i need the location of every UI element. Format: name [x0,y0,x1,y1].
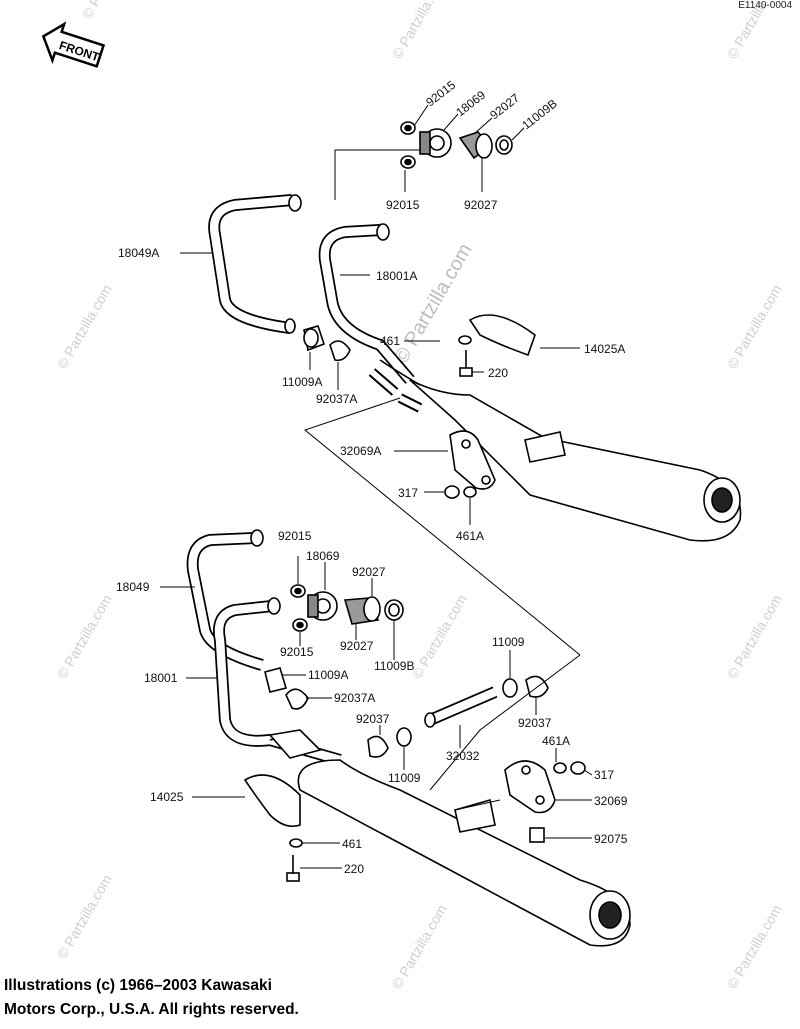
watermark: © Partzilla.com [54,282,115,372]
label-461a: 461A [542,734,570,748]
watermark: © Partzilla.com [54,872,115,962]
watermark: © Partzilla.com [724,902,785,992]
bottom-assembly [186,529,631,947]
watermark: © Partzilla.com [724,282,785,372]
label-11009a: 11009A [308,668,348,682]
label-18069: 18069 [453,88,488,120]
top-assembly [208,121,742,656]
label-92037a: 92037A [334,691,375,705]
label-92027: 92027 [487,91,522,123]
label-461: 461 [342,837,362,851]
copyright-line-2: Motors Corp., U.S.A. All rights reserved… [4,1001,299,1018]
label-92015: 92015 [423,78,458,110]
collar-92027-top [458,131,493,160]
label-220: 220 [344,862,364,876]
label-92037: 92037 [356,712,390,726]
label-92027: 92027 [352,565,386,579]
label-18049a: 18049A [118,246,159,260]
label-11009b: 11009B [519,96,560,132]
label-461: 461 [380,334,400,348]
watermark-center: © Partzilla.com [390,240,476,368]
label-32069a: 32069A [340,444,381,458]
label-11009: 11009 [492,635,525,649]
front-arrow: FRONT [41,21,106,68]
label-92027: 92027 [464,198,498,212]
watermark: © Partzilla.com [724,592,785,682]
label-14025a: 14025A [584,342,625,356]
label-11009b: 11009B [374,659,414,673]
watermark: © Partzilla.com [409,592,470,682]
label-92027: 92027 [340,639,374,653]
label-92015: 92015 [278,529,312,543]
label-220: 220 [488,366,508,380]
label-92015: 92015 [386,198,420,212]
label-11009a: 11009A [282,375,322,389]
flange-top [419,128,452,158]
label-92037: 92037 [518,716,552,730]
copyright-notice: Illustrations (c) 1966–2003 Kawasaki Mot… [4,974,484,1022]
nut-92015-top [400,121,416,169]
diagram-code: E1140-0004 [738,0,792,11]
gasket-11009b-top [495,135,513,155]
label-18001a: 18001A [376,269,417,283]
watermark: © Partzilla.com [389,0,450,62]
label-92037a: 92037A [316,392,357,406]
label-18049: 18049 [116,580,150,594]
label-11009: 11009 [388,771,421,785]
label-14025: 14025 [150,790,184,804]
watermark: © Partzilla.com [79,0,140,22]
label-32069: 32069 [594,794,628,808]
watermark: © Partzilla.com [54,592,115,682]
bottom-labels: 92015 18069 92027 18049 92027 92015 1100… [116,529,628,876]
copyright-line-1: Illustrations (c) 1966–2003 Kawasaki [4,977,272,994]
label-92015: 92015 [280,645,314,659]
label-32032: 32032 [446,749,480,763]
flange-bottom [307,591,338,621]
label-92075: 92075 [594,832,628,846]
label-18069: 18069 [306,549,340,563]
label-317: 317 [594,768,614,782]
label-317: 317 [398,486,418,500]
gasket-11009b-top-hole [499,139,509,151]
label-18001: 18001 [144,671,178,685]
label-461a: 461A [456,529,484,543]
